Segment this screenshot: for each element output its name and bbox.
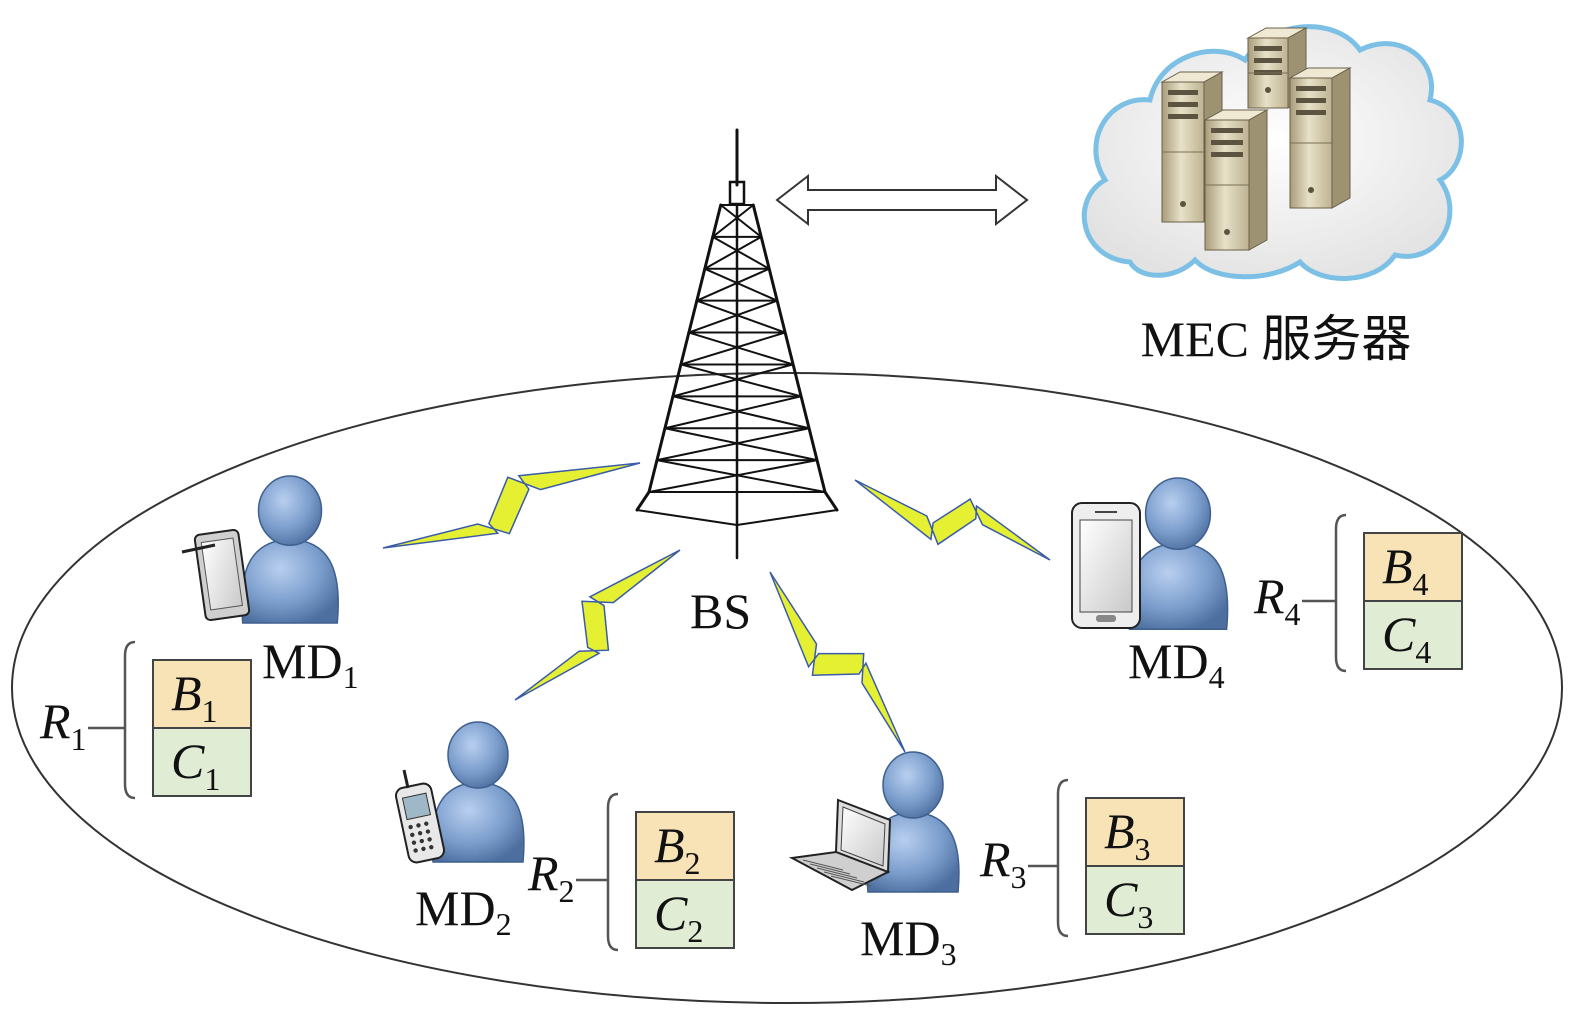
- lightning-link-md3-icon: [769, 571, 906, 753]
- b-label: B4: [1382, 538, 1429, 602]
- smartphone-icon: [1071, 502, 1141, 629]
- b-cell: [635, 811, 735, 881]
- mobile-devices: [181, 475, 1229, 893]
- lightning-link-md4-icon: [854, 479, 1051, 561]
- laptop-icon: [788, 798, 892, 892]
- bracket: [606, 792, 619, 952]
- r-label: R2: [527, 845, 575, 909]
- b-label: B2: [654, 817, 701, 881]
- c-label: C4: [1382, 606, 1431, 670]
- server-unit-icon: [1246, 27, 1308, 109]
- user-avatar-icon: [431, 721, 525, 863]
- bracket: [1056, 778, 1069, 938]
- lightning-link-md2-icon: [514, 549, 681, 701]
- mec-server-label: MEC 服务器: [1141, 311, 1412, 367]
- c-cell: [152, 727, 252, 797]
- b-cell: [1085, 797, 1185, 867]
- b-cell: [1363, 532, 1463, 602]
- base-station-label: BS: [690, 583, 751, 639]
- md2-label: MD2: [415, 880, 512, 942]
- c-label: C3: [1104, 871, 1153, 935]
- r-label: R3: [979, 831, 1027, 895]
- b-label: B3: [1104, 803, 1151, 867]
- bidirectional-arrow-icon: [775, 173, 1029, 227]
- server-unit-icon: [1203, 109, 1269, 251]
- user-avatar-icon: [1127, 477, 1229, 630]
- server-unit-icon: [1288, 67, 1352, 209]
- bracket: [1334, 513, 1347, 673]
- md4-label: MD4: [1128, 633, 1225, 695]
- c-cell: [635, 879, 735, 949]
- coverage-area: [11, 372, 1563, 1004]
- feature-phone-icon: [394, 769, 446, 864]
- server-rack-icon: [1160, 27, 1352, 251]
- c-label: C1: [171, 733, 220, 797]
- r-label: R1: [39, 693, 87, 757]
- md3-label: MD3: [860, 910, 957, 972]
- mec-server-cloud: [1081, 24, 1464, 281]
- r-label: R4: [1253, 568, 1301, 632]
- tablet-icon: [181, 529, 251, 621]
- md1-label: MD1: [262, 633, 359, 695]
- c-label: C2: [654, 885, 703, 949]
- b-label: B1: [171, 665, 218, 729]
- base-station-tower-icon: [635, 128, 839, 560]
- c-cell: [1363, 600, 1463, 670]
- lightning-link-md1-icon: [382, 462, 641, 549]
- wireless-links: [382, 462, 1051, 753]
- c-cell: [1085, 865, 1185, 935]
- bracket: [123, 640, 136, 800]
- user-avatar-icon: [241, 475, 339, 624]
